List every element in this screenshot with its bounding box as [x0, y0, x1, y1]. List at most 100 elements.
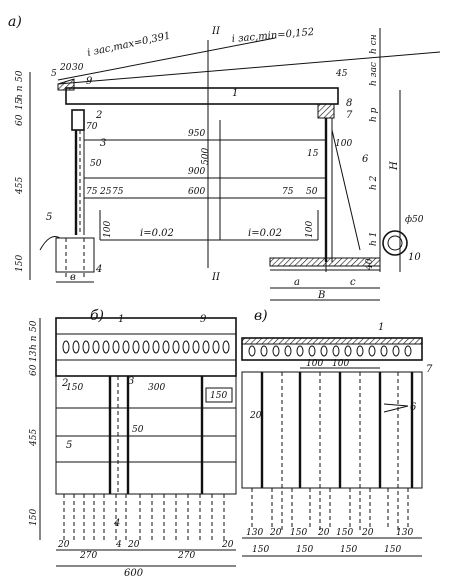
- callout-5-a: 5: [46, 212, 52, 223]
- dim-500: 500: [201, 148, 211, 165]
- label-h-1: h 1: [369, 232, 379, 246]
- callout-3-a: 3: [100, 138, 106, 149]
- dim-45: 45: [335, 69, 348, 79]
- callout-9-b: 9: [200, 314, 207, 325]
- dim-40: 40: [365, 258, 375, 271]
- dim-950: 950: [188, 129, 205, 139]
- dim-b-bottom-20-b: 20: [127, 540, 140, 550]
- label-h-p: h р: [369, 107, 379, 122]
- slope-max-label: i зас,max=0,391: [86, 31, 171, 59]
- facade-piles-below: [63, 494, 225, 540]
- view-bot-150-2: 150: [296, 545, 313, 555]
- view-wall-area: [241, 371, 423, 489]
- dim-a-top-30: 30: [72, 63, 84, 73]
- dim-b-bottom-270-b: 270: [177, 551, 195, 561]
- callout-6-a: 6: [362, 154, 369, 165]
- dim-B-letter: В: [317, 290, 325, 301]
- callout-7-v: 7: [426, 364, 433, 375]
- callout-1-a: 1: [232, 88, 238, 99]
- pipe-dim: ф50: [405, 215, 424, 225]
- dim-50-a: 50: [90, 159, 102, 169]
- dim-15: 15: [307, 149, 319, 159]
- slope-line-min: [57, 51, 441, 85]
- dim-b-bottom-4: 4: [115, 540, 122, 550]
- label-h-2: h 2: [369, 175, 379, 190]
- dim-b-150-a: 150: [66, 383, 83, 393]
- dim-75-c: 75: [282, 187, 294, 197]
- right-wall-slope: [331, 129, 361, 251]
- asphalt-9: [57, 78, 75, 91]
- panel-b-facade: б): [29, 308, 237, 579]
- callout-3-b: 3: [128, 376, 134, 387]
- dim-b-left-150: 150: [29, 509, 39, 526]
- dim-a-left-hp: h п: [15, 85, 25, 100]
- slab-hollows: [62, 340, 230, 354]
- view-bot-20-c: 20: [361, 528, 374, 538]
- drain-pipe-inner: [387, 235, 403, 251]
- right-footing: [269, 257, 381, 267]
- dim-b-150-b: 150: [210, 391, 227, 401]
- dim-a-top-20: 20: [59, 63, 72, 73]
- callout-4-a: 4: [95, 264, 102, 275]
- callout-4-b: 4: [113, 518, 120, 529]
- dim-b-bottom-20-a: 20: [57, 540, 70, 550]
- dim-b-left-60: 60: [29, 364, 39, 376]
- view-bot-20-b: 20: [317, 528, 330, 538]
- view-bot-150-4: 150: [384, 545, 401, 555]
- view-bot-150-1: 150: [252, 545, 269, 555]
- dim-c-letter: c: [350, 277, 356, 288]
- dim-50-b: 50: [306, 187, 318, 197]
- view-slab-hollows: [248, 345, 412, 357]
- callout-1-b: 1: [118, 314, 124, 325]
- callout-7-a: 7: [346, 110, 353, 121]
- dim-a-letter: a: [294, 277, 300, 288]
- view-slab-top: [241, 337, 423, 345]
- label-H: H: [389, 161, 400, 171]
- panel-a-section: а) i зас,max=0,391 i зас,min=0,152 II II: [8, 14, 441, 301]
- dim-a-left-150: 150: [15, 255, 25, 272]
- callout-2-a: 2: [95, 110, 102, 121]
- callout-8-a: 8: [346, 98, 352, 109]
- dim-b-letter: в: [70, 272, 76, 283]
- panel-b-label: б): [90, 308, 104, 324]
- leader-6-v-b: [383, 405, 409, 413]
- dim-b-left-hp: h п: [29, 335, 39, 350]
- dim-b-left-455: 455: [29, 429, 39, 447]
- slope-left: i=0.02: [140, 228, 174, 239]
- dim-a-left-60: 60: [15, 114, 25, 126]
- view-dim-20: 20: [249, 411, 262, 421]
- dim-b-bottom-270-a: 270: [79, 551, 97, 561]
- dim-b-left-13: 13: [29, 350, 39, 362]
- slope-right: i=0.02: [248, 228, 282, 239]
- panel-v-label: в): [254, 308, 268, 324]
- view-bot-20-a: 20: [269, 528, 282, 538]
- right-bearing-8: [317, 103, 335, 119]
- slope-line-max: [57, 37, 276, 81]
- dim-b-total: 600: [124, 568, 144, 579]
- view-bot-150-b: 150: [336, 528, 353, 538]
- slab-1: [65, 87, 339, 105]
- dim-a-top-5: 5: [51, 69, 57, 79]
- dim-75-b: 75: [112, 187, 124, 197]
- label-h-zas: h зас: [369, 62, 379, 86]
- left-footing-4: [55, 237, 95, 273]
- callout-9-a: 9: [86, 76, 93, 87]
- callout-2-b: 2: [61, 378, 68, 389]
- section-mark-top: II: [211, 26, 221, 37]
- dim-a-left-50: 50: [15, 70, 25, 82]
- dim-b-50: 50: [132, 425, 144, 435]
- dim-25: 25: [99, 187, 112, 197]
- dim-100-c: 100: [335, 139, 352, 149]
- dim-b-bottom-20-c: 20: [221, 540, 234, 550]
- view-bot-130-a: 130: [246, 528, 263, 538]
- dim-b-left-50: 50: [29, 320, 39, 332]
- view-bot-130-b: 130: [396, 528, 413, 538]
- callout-5-b: 5: [66, 440, 72, 451]
- drain-pipe-10: [382, 230, 408, 256]
- facade-wall-area: [55, 375, 237, 495]
- left-crossbar-2: [71, 109, 85, 131]
- label-h-sn: h сн: [369, 34, 379, 54]
- slope-min-label: i зас,min=0,152: [231, 27, 314, 45]
- dim-b-300: 300: [148, 383, 165, 393]
